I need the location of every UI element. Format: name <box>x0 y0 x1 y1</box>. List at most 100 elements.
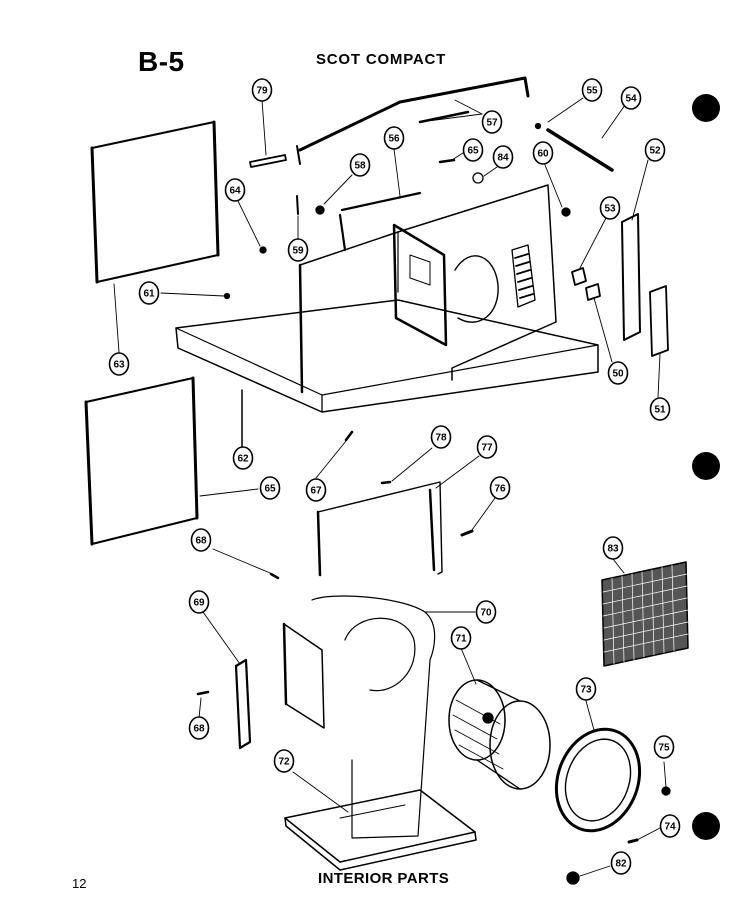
part-58-screw <box>315 205 325 215</box>
svg-text:63: 63 <box>113 360 125 371</box>
svg-text:65: 65 <box>467 146 479 157</box>
binder-hole-bottom <box>692 812 720 840</box>
callout-71: 71 <box>450 626 472 650</box>
control-panel <box>392 223 448 347</box>
callout-79: 79 <box>251 78 273 102</box>
part-68-screw-upper <box>269 572 280 580</box>
part-59-screw <box>296 195 299 215</box>
part-64-screw <box>259 246 267 254</box>
callout-83: 83 <box>602 536 624 560</box>
svg-text:67: 67 <box>310 486 322 497</box>
svg-text:62: 62 <box>237 454 249 465</box>
svg-text:61: 61 <box>143 289 155 300</box>
callout-51: 51 <box>649 397 671 421</box>
part-74-screw <box>627 838 639 844</box>
part-72-base-plate <box>284 789 477 871</box>
part-56-tube <box>338 191 422 252</box>
part-65-screw <box>438 158 456 164</box>
svg-text:83: 83 <box>607 544 619 555</box>
callout-84: 84 <box>492 145 514 169</box>
svg-text:71: 71 <box>455 634 467 645</box>
svg-text:69: 69 <box>193 598 205 609</box>
part-71-blower-wheel <box>448 679 551 790</box>
part-63-side-panel <box>90 120 220 284</box>
svg-text:82: 82 <box>615 859 627 870</box>
part-83-screen <box>601 561 689 667</box>
part-53-clip <box>571 267 587 286</box>
callout-74: 74 <box>659 814 681 838</box>
svg-text:56: 56 <box>388 134 400 145</box>
svg-text:73: 73 <box>580 685 592 696</box>
svg-text:84: 84 <box>497 153 509 164</box>
part-50-clip <box>585 283 601 301</box>
part-76-screw <box>460 529 474 537</box>
svg-text:57: 57 <box>486 118 498 129</box>
part-73-orifice-ring <box>554 727 642 833</box>
part-60-grommet <box>561 207 571 217</box>
part-52-upright <box>621 213 641 341</box>
part-77-blower-support <box>316 481 443 577</box>
callout-63: 63 <box>108 352 130 376</box>
callout-58: 58 <box>349 153 371 177</box>
svg-text:68: 68 <box>193 724 205 735</box>
part-67-screw <box>344 430 354 442</box>
callout-75: 75 <box>653 735 675 759</box>
callout-64: 64 <box>224 178 246 202</box>
callout-54: 54 <box>620 86 642 110</box>
svg-text:51: 51 <box>654 405 666 416</box>
base-pan <box>175 299 599 413</box>
callout-82: 82 <box>610 851 632 875</box>
callout-72: 72 <box>273 749 295 773</box>
svg-text:58: 58 <box>354 161 366 172</box>
part-61-screw <box>223 292 231 300</box>
svg-text:74: 74 <box>664 822 676 833</box>
callout-65-upper: 65 <box>462 138 484 162</box>
callout-57: 57 <box>481 110 503 134</box>
callout-56: 56 <box>383 126 405 150</box>
section-caption: INTERIOR PARTS <box>318 870 450 887</box>
condenser-coil <box>511 244 536 308</box>
callout-52: 52 <box>644 138 666 162</box>
callout-60: 60 <box>532 141 554 165</box>
svg-text:78: 78 <box>435 433 447 444</box>
svg-text:70: 70 <box>480 608 492 619</box>
callout-78: 78 <box>430 425 452 449</box>
callout-77: 77 <box>476 435 498 459</box>
svg-text:79: 79 <box>256 86 268 97</box>
part-75-nut <box>661 786 671 796</box>
part-78-screw <box>380 480 392 485</box>
callout-69: 69 <box>188 590 210 614</box>
callout-50: 50 <box>607 361 629 385</box>
svg-text:60: 60 <box>537 149 549 160</box>
callout-55: 55 <box>581 78 603 102</box>
part-51-bracket <box>649 285 669 357</box>
callout-62: 62 <box>232 446 254 470</box>
part-82-clip <box>566 871 580 885</box>
callout-67: 67 <box>305 478 327 502</box>
callout-68-upper: 68 <box>190 528 212 552</box>
svg-text:50: 50 <box>612 369 624 380</box>
svg-text:59: 59 <box>292 246 304 257</box>
callout-70: 70 <box>475 600 497 624</box>
model-name: SCOT COMPACT <box>316 51 447 68</box>
callout-76: 76 <box>489 476 511 500</box>
bulkhead-partition <box>298 184 557 394</box>
svg-text:52: 52 <box>649 146 661 157</box>
callout-65-lower: 65 <box>259 476 281 500</box>
svg-text:75: 75 <box>658 743 670 754</box>
part-69-bracket <box>234 658 252 750</box>
svg-text:65: 65 <box>264 484 276 495</box>
part-79-bracket <box>249 154 287 168</box>
callout-73: 73 <box>575 677 597 701</box>
svg-text:77: 77 <box>481 443 493 454</box>
callout-61: 61 <box>138 281 160 305</box>
binder-hole-top <box>692 94 720 122</box>
svg-text:55: 55 <box>586 86 598 97</box>
svg-text:54: 54 <box>625 94 637 105</box>
svg-text:72: 72 <box>278 757 290 768</box>
svg-text:76: 76 <box>494 484 506 495</box>
part-70-blower-housing <box>282 595 436 839</box>
part-57-top-rail <box>296 76 530 165</box>
blower-scroll-rear <box>454 255 499 323</box>
